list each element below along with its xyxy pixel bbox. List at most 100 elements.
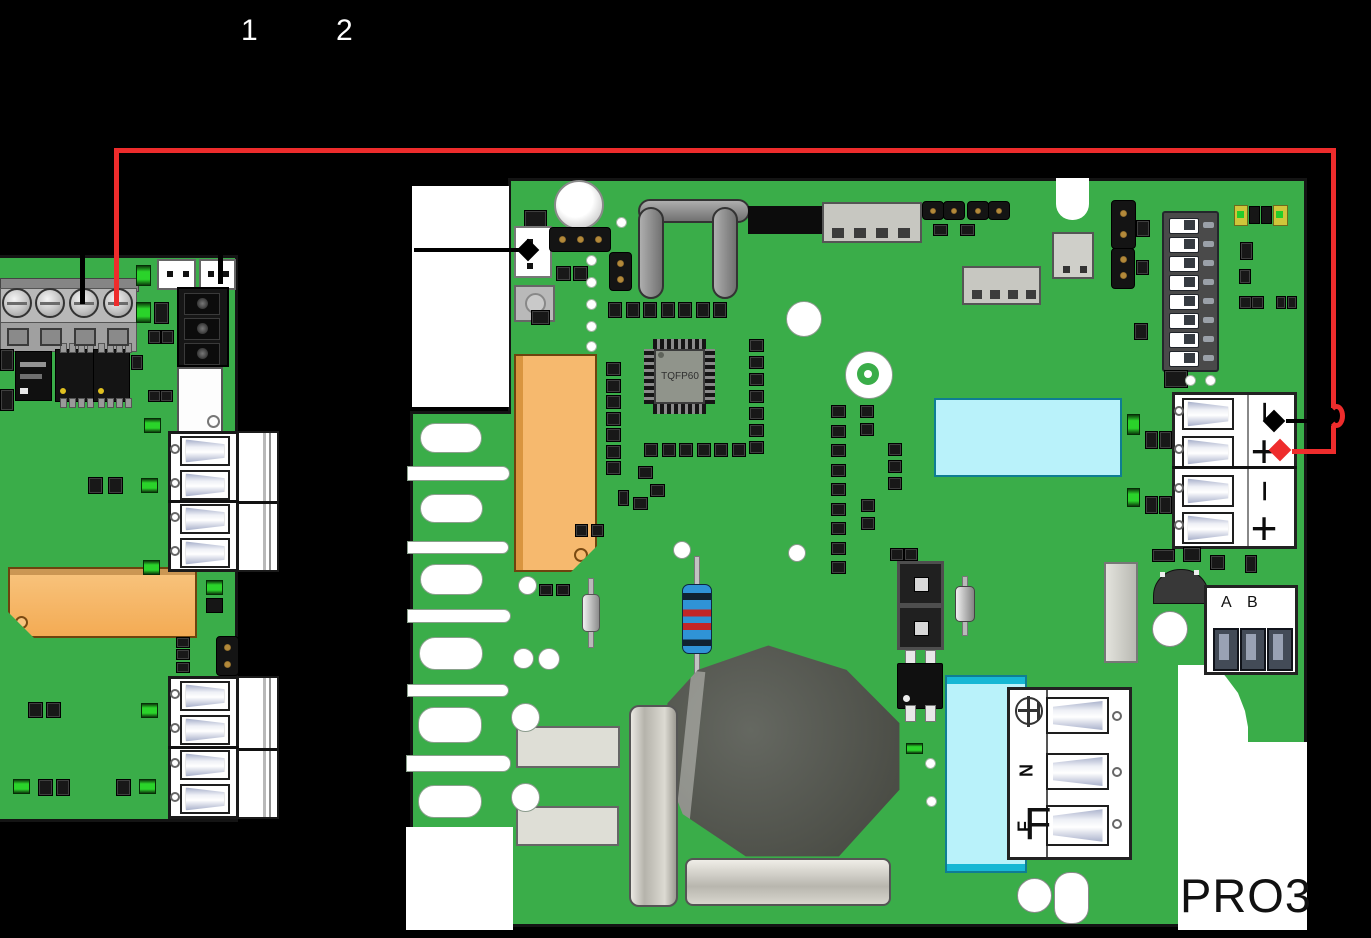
terminal-hole bbox=[107, 328, 129, 346]
terminal-clamp bbox=[180, 681, 230, 711]
smd-component bbox=[1159, 496, 1172, 514]
terminal-pinhole bbox=[170, 689, 180, 699]
vent-slot bbox=[420, 494, 483, 523]
dip-switch bbox=[1169, 275, 1216, 291]
smd-component bbox=[888, 477, 902, 490]
via bbox=[1205, 375, 1216, 386]
terminal-clamp bbox=[180, 538, 230, 568]
component-gray-bar bbox=[1104, 562, 1138, 663]
terminal-pinhole bbox=[170, 792, 180, 802]
led-dark bbox=[1249, 206, 1260, 224]
smd-component bbox=[749, 339, 764, 352]
relay-cyan bbox=[934, 398, 1122, 477]
terminal-pinhole bbox=[1174, 406, 1184, 416]
smd-component bbox=[1152, 549, 1175, 562]
terminal-hole bbox=[40, 328, 62, 346]
terminal-clamp bbox=[1182, 475, 1234, 507]
via bbox=[616, 217, 627, 228]
smd-component bbox=[695, 302, 710, 318]
smd-component bbox=[1245, 555, 1257, 573]
terminal-clamp bbox=[1182, 512, 1234, 544]
mcu-label: TQFP60 bbox=[661, 371, 699, 382]
terminal-pinhole bbox=[170, 546, 180, 556]
via bbox=[925, 758, 936, 769]
smd-component bbox=[644, 443, 658, 457]
jumper-header bbox=[216, 636, 239, 676]
relay-connector-black bbox=[177, 287, 229, 367]
mounting-hole bbox=[518, 576, 537, 595]
smd-component bbox=[0, 389, 14, 411]
relay-white bbox=[177, 367, 223, 433]
smd-component bbox=[176, 662, 190, 673]
smd-component bbox=[176, 637, 190, 648]
smd-component bbox=[860, 405, 874, 418]
terminal-clamp bbox=[1046, 805, 1109, 846]
terminal-clamp bbox=[1046, 697, 1109, 734]
smd-component bbox=[679, 443, 693, 457]
smd-component bbox=[904, 548, 918, 561]
ic-chip bbox=[15, 351, 52, 401]
comm-b-label: B bbox=[1247, 594, 1258, 611]
pad-block bbox=[943, 201, 965, 220]
led-green bbox=[139, 779, 156, 794]
jumper-header bbox=[1111, 248, 1135, 289]
smd-component bbox=[556, 584, 570, 596]
pad-block bbox=[988, 201, 1010, 220]
terminal-plus-label: + bbox=[1250, 502, 1278, 554]
label-plate bbox=[516, 726, 620, 768]
led-dark bbox=[1261, 206, 1272, 224]
smd-component bbox=[154, 302, 169, 324]
smd-component bbox=[56, 779, 70, 796]
smd-component bbox=[1145, 496, 1158, 514]
dip-switch bbox=[1169, 294, 1216, 310]
black-wire bbox=[414, 248, 524, 252]
smd-component bbox=[606, 461, 621, 475]
ic-chip bbox=[93, 343, 132, 408]
smd-component bbox=[831, 444, 846, 457]
dip-switch-bank bbox=[1162, 211, 1219, 372]
terminal-pinhole bbox=[170, 512, 180, 522]
terminal-pinhole bbox=[170, 478, 180, 488]
smd-component bbox=[933, 224, 948, 236]
mounting-hole bbox=[538, 648, 560, 670]
smd-component bbox=[625, 302, 640, 318]
smd-component bbox=[749, 424, 764, 437]
smd-component bbox=[650, 484, 665, 497]
smd-component bbox=[1159, 431, 1172, 449]
via bbox=[586, 299, 597, 310]
vent-slot bbox=[418, 707, 482, 743]
label-plate bbox=[516, 806, 619, 846]
wire-2-label: 2 bbox=[336, 14, 353, 47]
terminal-screw bbox=[2, 288, 32, 318]
smd-component bbox=[714, 443, 728, 457]
smd-component bbox=[643, 302, 657, 318]
terminal-pinhole bbox=[1112, 711, 1122, 721]
led-dark bbox=[206, 598, 223, 613]
terminal-pinhole bbox=[1112, 767, 1122, 777]
dip-switch bbox=[1169, 237, 1216, 253]
smd-component bbox=[638, 466, 653, 479]
smd-component bbox=[160, 390, 173, 402]
led-green bbox=[136, 265, 151, 286]
smd-component bbox=[618, 490, 629, 506]
smd-component bbox=[531, 310, 550, 325]
vent-slot bbox=[407, 466, 510, 481]
capacitor-side bbox=[629, 705, 678, 907]
terminal-clamp bbox=[180, 436, 230, 466]
mounting-hole bbox=[511, 783, 540, 812]
via bbox=[586, 277, 597, 288]
smd-component bbox=[1240, 242, 1253, 260]
led-green bbox=[13, 779, 30, 794]
smd-component bbox=[696, 443, 711, 457]
led-green bbox=[136, 302, 151, 323]
smd-component bbox=[1136, 260, 1149, 275]
header-connector bbox=[822, 202, 922, 243]
mounting-hole bbox=[788, 544, 806, 562]
smd-component bbox=[606, 395, 621, 409]
dip-switch bbox=[1169, 313, 1216, 329]
pin-header bbox=[549, 227, 611, 252]
smd-component bbox=[131, 355, 143, 370]
smd-component bbox=[1210, 555, 1225, 570]
smd-component bbox=[890, 548, 904, 561]
led-green bbox=[144, 418, 161, 433]
